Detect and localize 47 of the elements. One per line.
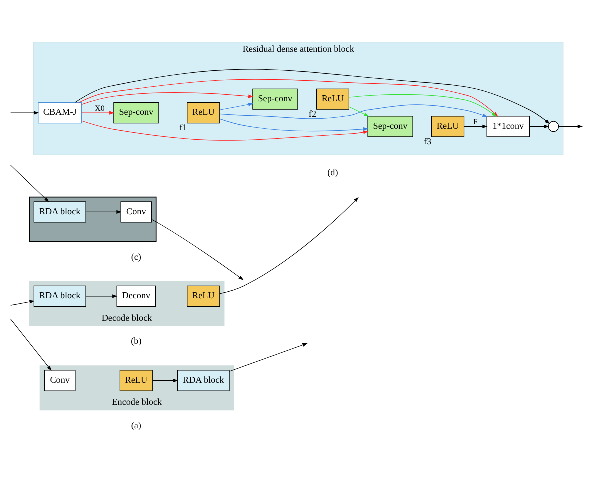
arrow: [86, 210, 122, 214]
arrow: [152, 219, 244, 280]
node-box: Sep-conv: [252, 88, 298, 110]
node-box: ReLU: [316, 88, 350, 110]
arrow: [348, 106, 370, 117]
node-box: RDA block: [34, 286, 86, 307]
node-box: Conv: [44, 370, 76, 392]
node-box: Sep-conv: [114, 102, 160, 124]
label: (a): [131, 420, 142, 431]
node-box: ReLU: [120, 370, 153, 392]
node-label: f1: [180, 122, 188, 133]
node-box: ReLU: [187, 286, 220, 307]
edge-label: F: [473, 118, 478, 127]
arrow: [220, 104, 488, 120]
arrow: [152, 378, 178, 383]
arrow: [530, 124, 550, 128]
node-label: f2: [308, 108, 317, 119]
arrow: [10, 319, 52, 372]
label: (c): [131, 252, 142, 262]
arrow: [220, 118, 369, 132]
arrow: [10, 111, 40, 115]
node-box: RDA block: [34, 202, 86, 223]
arrow: [82, 92, 254, 105]
arrow: [220, 197, 359, 294]
arrow: [220, 102, 254, 110]
node-box: CBAM-J: [38, 102, 82, 124]
node-box: Deconv: [116, 286, 156, 307]
arrow: [348, 94, 497, 117]
node-box: ReLU: [432, 116, 465, 138]
arrow: [10, 165, 50, 202]
node-box: Sep-conv: [368, 116, 414, 138]
arrow: [82, 120, 369, 141]
node-circle: [548, 121, 560, 132]
node-box: ReLU: [187, 102, 220, 124]
arrow: [464, 124, 488, 128]
arrow: [86, 294, 118, 298]
node-box: 1*1conv: [486, 116, 530, 138]
node-label: f3: [424, 136, 432, 146]
edge-label: X0: [95, 104, 105, 113]
label: (d): [328, 168, 338, 178]
arrow: [229, 343, 308, 372]
arrow: [10, 300, 35, 306]
node-box: RDA block: [177, 370, 230, 392]
arrow: [558, 124, 583, 128]
node-box: Conv: [120, 202, 152, 223]
arrow: [82, 111, 115, 115]
label: (b): [131, 336, 142, 346]
